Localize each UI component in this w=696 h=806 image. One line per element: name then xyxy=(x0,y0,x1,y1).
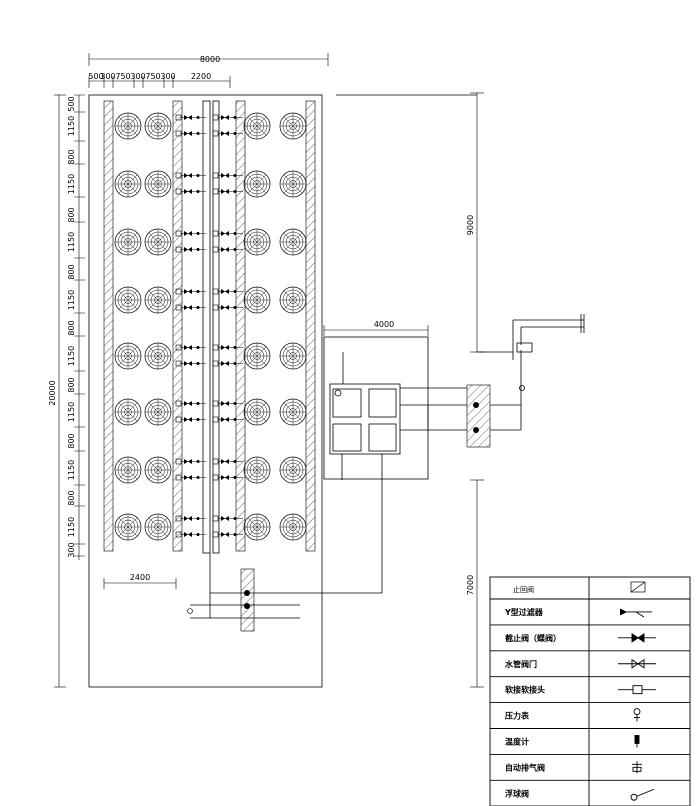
top-segment-label: 300 xyxy=(100,72,115,81)
pump-group-bottom xyxy=(187,568,255,632)
legend-row-label: 截止阀（蝶阀） xyxy=(505,633,561,643)
top-segment-label: 2200 xyxy=(191,72,211,81)
cooling-fan xyxy=(243,286,271,314)
butterfly-valve-icon xyxy=(618,633,656,643)
left-segment-label: 800 xyxy=(67,490,76,505)
top-segment-label: 500 xyxy=(88,72,103,81)
legend-row-label: 压力表 xyxy=(505,711,530,721)
left-segment-label: 800 xyxy=(67,320,76,335)
top-segment-label: 300 xyxy=(130,72,145,81)
cooling-fan xyxy=(144,228,172,256)
water-valve-icon xyxy=(618,658,656,669)
left-segment-label: 1150 xyxy=(67,402,76,422)
left-segment-label: 300 xyxy=(67,542,76,557)
legend-row-label: 软接软接头 xyxy=(505,685,545,695)
cooling-fan xyxy=(279,228,307,256)
left-segment-label: 1150 xyxy=(67,232,76,252)
left-segment-label: 500 xyxy=(67,96,76,111)
dim-bottom-left: 2400 xyxy=(130,573,150,582)
legend-row-label: Y型过滤器 xyxy=(504,607,544,617)
cooling-fan xyxy=(144,456,172,484)
cooling-fan xyxy=(114,513,142,541)
cooling-fan xyxy=(144,112,172,140)
water-tank xyxy=(329,383,401,455)
dim-right-lower: 7000 xyxy=(466,575,475,595)
cooling-fan xyxy=(144,170,172,198)
hatched-column xyxy=(305,100,316,552)
legend-row-label: 自动排气阀 xyxy=(505,762,545,772)
cooling-fan xyxy=(144,342,172,370)
hatched-column xyxy=(103,100,114,552)
cooling-fan xyxy=(114,398,142,426)
cooling-fan xyxy=(279,112,307,140)
left-segment-label: 1150 xyxy=(67,346,76,366)
left-segment-label: 800 xyxy=(67,207,76,222)
cooling-tower-fans xyxy=(114,112,307,541)
left-segment-label: 800 xyxy=(67,264,76,279)
cooling-fan xyxy=(144,286,172,314)
cooling-fan xyxy=(114,228,142,256)
cooling-fan xyxy=(114,456,142,484)
cooling-fan xyxy=(114,170,142,198)
thermometer-icon xyxy=(634,735,640,748)
pump-group-right xyxy=(466,384,491,448)
cooling-fan xyxy=(243,398,271,426)
valve-assemblies xyxy=(175,114,244,538)
left-segment-label: 1150 xyxy=(67,460,76,480)
dim-right-upper: 9000 xyxy=(466,215,475,235)
legend-header-label: 止回阀 xyxy=(513,585,534,594)
left-segment-label: 1150 xyxy=(67,116,76,136)
flex-joint-icon xyxy=(618,685,656,695)
left-segment-label: 800 xyxy=(67,149,76,164)
left-segment-label: 1150 xyxy=(67,174,76,194)
top-segment-label: 300 xyxy=(160,72,175,81)
legend-row-label: 水管阀门 xyxy=(504,659,537,669)
cooling-fan xyxy=(243,513,271,541)
pressure-gauge-icon xyxy=(633,708,641,722)
left-segment-label: 1150 xyxy=(67,517,76,537)
cooling-fan xyxy=(243,112,271,140)
hatched-column xyxy=(235,100,246,552)
cooling-fan xyxy=(114,342,142,370)
hatched-column xyxy=(172,100,183,552)
cooling-fan xyxy=(114,286,142,314)
cooling-fan xyxy=(144,398,172,426)
y-strainer-icon xyxy=(619,608,652,618)
hatched-columns xyxy=(103,100,316,552)
cooling-fan xyxy=(279,286,307,314)
cooling-fan xyxy=(243,228,271,256)
cooling-fan xyxy=(279,342,307,370)
top-segment-label: 750 xyxy=(145,72,160,81)
left-segment-label: 1150 xyxy=(67,290,76,310)
cooling-fan xyxy=(279,456,307,484)
left-dimension-ticks xyxy=(74,94,85,557)
air-vent-icon xyxy=(632,761,642,774)
left-segment-label: 800 xyxy=(67,433,76,448)
top-segment-label: 750 xyxy=(115,72,130,81)
cooling-fan xyxy=(144,513,172,541)
legend-row-label: 浮球阀 xyxy=(505,788,529,798)
cooling-fan xyxy=(114,112,142,140)
dimension-lines xyxy=(54,53,484,688)
left-segment-label: 800 xyxy=(67,377,76,392)
check-valve-icon xyxy=(630,581,646,593)
dim-overall-height: 20000 xyxy=(48,380,57,405)
left-segment-labels: 500 1150 800 1150 800 1150 800 1150 800 1150 800 11… xyxy=(67,96,76,557)
float-valve-icon xyxy=(630,788,655,801)
dim-overall-width: 8000 xyxy=(200,55,220,64)
cooling-fan xyxy=(279,398,307,426)
cooling-fan xyxy=(279,513,307,541)
legend-row-label: 温度计 xyxy=(505,736,529,746)
cooling-fan xyxy=(279,170,307,198)
dim-middle-right: 4000 xyxy=(374,320,394,329)
cooling-fan xyxy=(243,170,271,198)
cooling-fan xyxy=(243,342,271,370)
cooling-fan xyxy=(243,456,271,484)
